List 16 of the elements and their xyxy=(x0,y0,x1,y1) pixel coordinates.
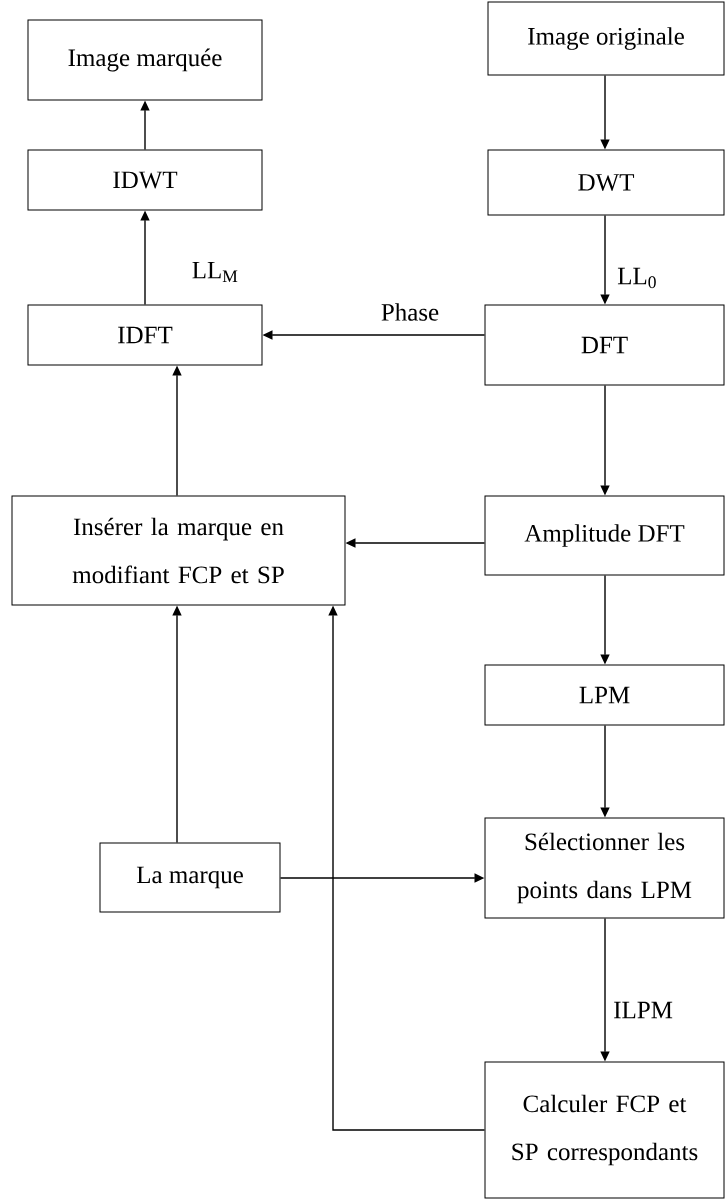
process-box: DFT xyxy=(484,304,725,386)
process-box: La marque xyxy=(99,842,281,913)
process-box: DWT xyxy=(487,149,725,216)
process-box: Amplitude DFT xyxy=(484,495,725,576)
process-box: Image originale xyxy=(487,1,725,76)
edge-label: LL$_{M}$ xyxy=(192,261,238,283)
process-box: IDFT xyxy=(27,304,263,366)
process-box: Insérer la marque en modifiant FCP et SP xyxy=(11,495,346,606)
edge-label: ILPM xyxy=(614,1001,673,1019)
process-box: LPM xyxy=(484,664,725,726)
process-box: Image marquée xyxy=(27,19,263,101)
edge-label: LL$_{0}$ xyxy=(617,267,656,289)
process-box: Calculer FCP et SP correspondants xyxy=(484,1061,725,1199)
process-box: IDWT xyxy=(27,149,263,211)
process-box: Sélectionner les points dans LPM xyxy=(484,817,725,919)
edge-label: Phase xyxy=(381,303,439,321)
